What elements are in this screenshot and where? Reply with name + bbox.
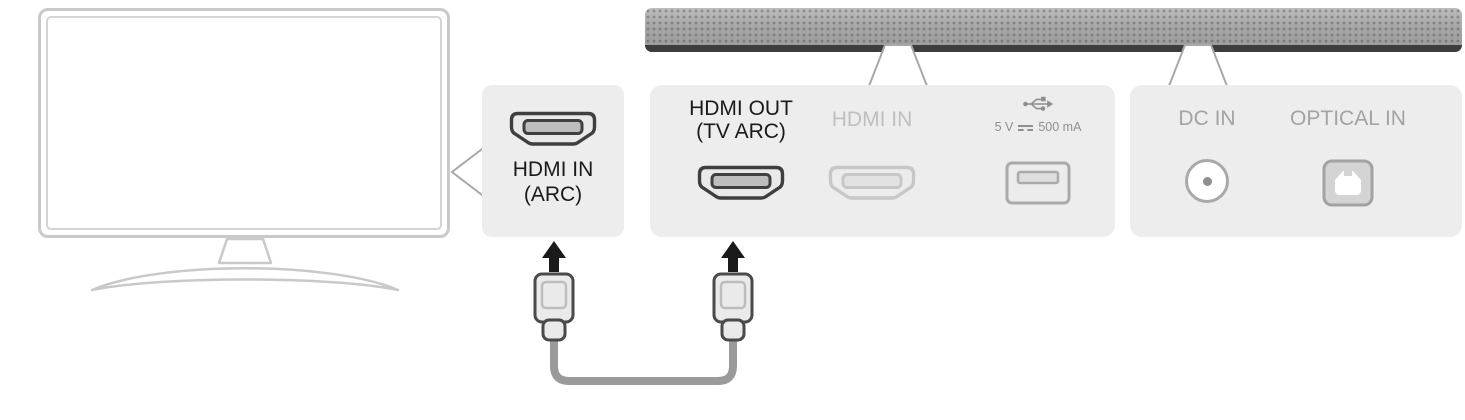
- dc-in-port-icon: [1185, 159, 1229, 203]
- usb-port-group: 5 V 500 mA: [968, 85, 1108, 237]
- usb-port-icon: [1005, 161, 1071, 205]
- up-arrow-icon-left: [542, 241, 566, 272]
- hdmi-in-label: HDMI IN: [831, 108, 913, 131]
- optical-in-port-group: OPTICAL IN: [1263, 85, 1433, 237]
- callout-pointer-soundbar-left: [868, 44, 928, 87]
- usb-volts: 5 V: [994, 120, 1014, 134]
- hdmi-out-label-line2: (TV ARC): [696, 120, 786, 143]
- dc-in-label: DC IN: [1178, 107, 1236, 130]
- callout-label: HDMI IN (ARC): [482, 157, 624, 207]
- dc-in-port-group: DC IN: [1142, 85, 1272, 237]
- tv-hdmi-arc-callout: HDMI IN (ARC): [482, 85, 624, 237]
- callout-label-line1: HDMI IN: [512, 158, 594, 181]
- usb-symbol-icon: [1023, 96, 1054, 111]
- hdmi-plug-right: [712, 272, 754, 342]
- usb-rating-label: 5 V 500 mA: [968, 120, 1108, 134]
- hdmi-port-icon: [697, 165, 785, 200]
- soundbar-ports-panel: HDMI OUT (TV ARC) HDMI IN: [650, 85, 1115, 237]
- hdmi-cable: [550, 334, 737, 385]
- tv-stand-neck: [217, 237, 273, 265]
- tv: [38, 8, 450, 238]
- tv-stand-base: [90, 267, 400, 292]
- dc-symbol-icon: [1018, 124, 1034, 134]
- soundbar: [645, 8, 1462, 52]
- callout-pointer-tv: [450, 145, 487, 199]
- hdmi-out-label: HDMI OUT (TV ARC): [666, 97, 816, 143]
- callout-label-line2: (ARC): [523, 183, 583, 206]
- hdmi-port-icon: [509, 111, 597, 146]
- callout-pointer-soundbar-right: [1168, 44, 1228, 87]
- hdmi-plug-left: [533, 272, 575, 342]
- optical-in-port-icon: [1322, 159, 1374, 207]
- up-arrow-icon-right: [721, 241, 745, 272]
- hdmi-out-port-group: HDMI OUT (TV ARC): [666, 85, 816, 237]
- power-ports-panel: DC IN OPTICAL IN: [1130, 85, 1462, 237]
- usb-current: 500 mA: [1038, 120, 1082, 134]
- tv-screen: [46, 16, 442, 230]
- optical-in-label: OPTICAL IN: [1290, 107, 1406, 130]
- hdmi-in-port-group: HDMI IN: [800, 85, 944, 237]
- hdmi-port-icon: [828, 165, 916, 200]
- hdmi-out-label-line1: HDMI OUT: [689, 97, 793, 120]
